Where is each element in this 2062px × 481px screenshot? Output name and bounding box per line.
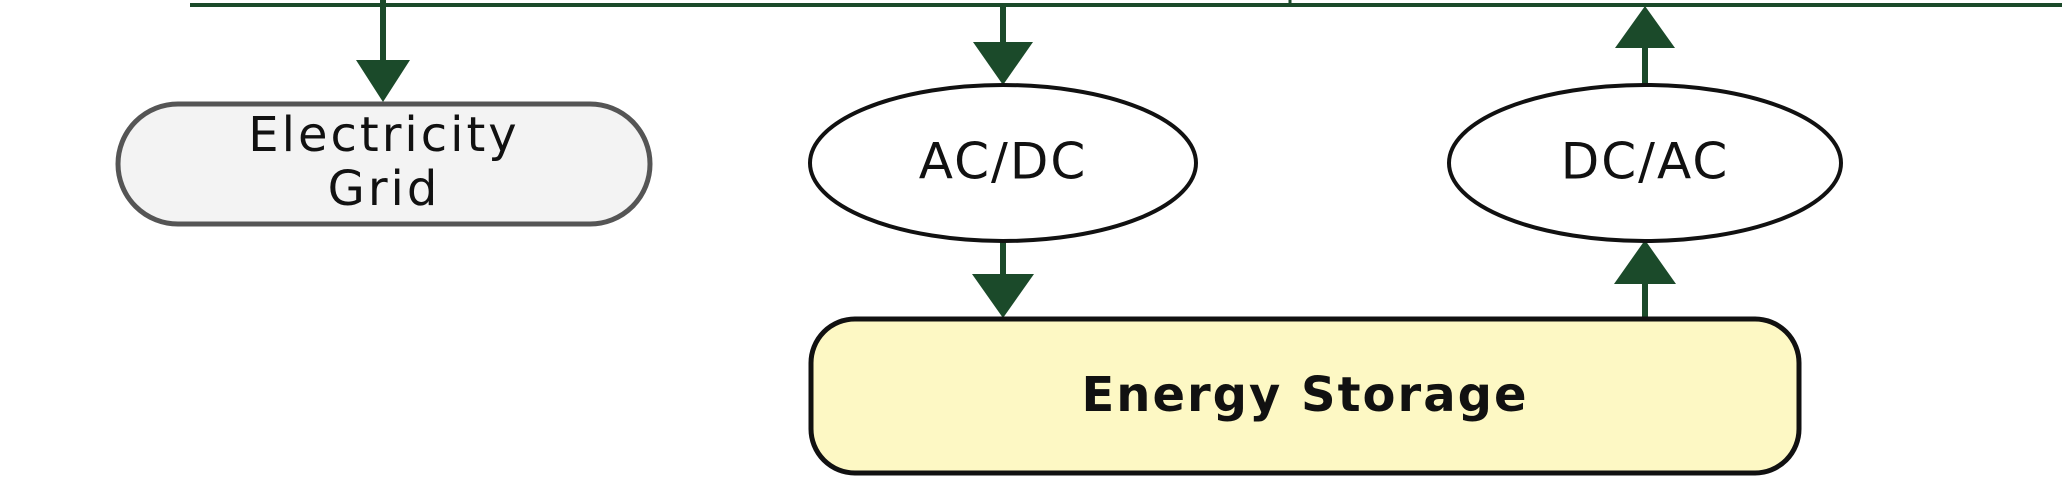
electricity-grid-shape (115, 101, 653, 227)
dcac-converter-shape (1447, 83, 1843, 243)
electricity-grid-label-line1: Electricity (248, 107, 519, 163)
arrow-acdc-to-storage (972, 240, 1034, 318)
dcac-converter-node: DC/AC (1447, 83, 1843, 243)
arrow-dcac-to-bus (1615, 6, 1675, 86)
energy-storage-label: Energy Storage (1081, 367, 1528, 423)
dcac-converter-label: DC/AC (1561, 133, 1730, 191)
electricity-grid-node: Electricity Grid (115, 101, 653, 227)
acdc-converter-shape (808, 83, 1198, 243)
arrow-bus-to-acdc (973, 5, 1033, 85)
acdc-converter-node: AC/DC (808, 83, 1198, 243)
electricity-grid-label-line2: Grid (328, 161, 441, 217)
energy-storage-shape (808, 316, 1802, 476)
arrow-bus-to-grid (356, 0, 410, 102)
arrow-storage-to-dcac (1614, 240, 1676, 320)
acdc-converter-label: AC/DC (919, 133, 1088, 191)
energy-storage-node: Energy Storage (808, 316, 1802, 476)
